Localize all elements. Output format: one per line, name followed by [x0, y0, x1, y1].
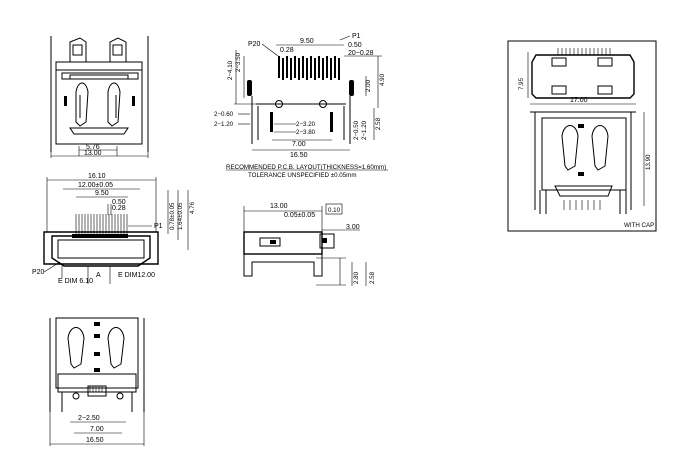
pcb-dim-2x050: 2−0.50 [353, 120, 360, 140]
side-dim-258: 2.58 [369, 271, 376, 284]
pcb-dim-2x350: 2−3.50 [235, 52, 242, 72]
side-dim-005: 0.05±0.05 [284, 212, 315, 219]
pcb-pin-p20: P20 [248, 41, 261, 48]
side-dim-280: 2.80 [353, 271, 360, 284]
pcb-dim-2x120: 2−1.20 [214, 121, 234, 128]
pcb-dim-490: 4.90 [379, 73, 386, 86]
pcb-dim-2x120b: 2−1.20 [361, 120, 368, 140]
side-flatness: 0.10 [328, 207, 341, 214]
cap-dim-1390: 13.90 [645, 154, 652, 170]
bottom-dim-1650: 16.50 [86, 437, 104, 444]
top-dim-050: 0.50 [112, 199, 126, 206]
top-label-a: A [96, 272, 101, 279]
pcb-dim-950: 9.50 [300, 38, 314, 45]
pcb-dim-258: 2.58 [375, 117, 382, 130]
side-dim-300: 3.00 [346, 224, 360, 231]
top-pin-p1: P1 [154, 223, 163, 230]
bottom-dim-700: 7.00 [90, 426, 104, 433]
pcb-dim-2x380: 2−3.80 [296, 129, 316, 136]
pcb-note-1: RECOMMENDED P.C.B. LAYOUT(THICKNESS=1.60… [226, 164, 386, 171]
bottom-view: 2−2.50 7.00 16.50 [49, 317, 145, 446]
pcb-pad-row [278, 56, 340, 80]
top-dim-e610: E DIM 6.10 [58, 278, 93, 285]
top-dim-12: 12.00±0.05 [78, 182, 113, 189]
top-dim-164: 1.64±0.05 [177, 202, 184, 230]
pcb-dim-050: 0.50 [348, 42, 362, 49]
top-dim-028: 0.28 [112, 205, 126, 212]
pcb-pin-p1: P1 [352, 33, 361, 40]
front-dim-width: 13.00 [84, 150, 102, 157]
cap-label: WITH CAP [624, 222, 654, 229]
pcb-dim-20x028: 20−0.28 [348, 50, 374, 57]
top-dim-476: 4.76 [189, 201, 196, 214]
top-dim-950: 9.50 [95, 190, 109, 197]
cap-pins [557, 48, 611, 55]
side-dim-1300: 13.00 [270, 203, 288, 210]
front-view: 5.76 13.00 [50, 36, 149, 158]
top-dim-overall: 16.10 [88, 173, 106, 180]
pcb-dim-028: 0.28 [280, 47, 294, 54]
pcb-dim-700: 7.00 [292, 141, 306, 148]
top-dim-078: 0.78±0.05 [169, 202, 176, 230]
pcb-dim-1650: 16.50 [290, 152, 308, 159]
cap-dim-795: 7.95 [518, 77, 525, 90]
pcb-dim-2x410: 2−4.10 [227, 60, 234, 80]
pcb-dim-2x320: 2−3.20 [296, 121, 316, 128]
pcb-layout: P20 P1 9.50 0.28 0.50 20−0.28 2−4.10 2−3… [214, 33, 388, 179]
top-pins [75, 214, 128, 234]
top-view: 16.10 12.00±0.05 9.50 0.50 0.28 P1 P20 0… [32, 173, 196, 285]
pcb-note-2: TOLERANCE UNSPECIFIED ±0.05mm [248, 172, 357, 179]
cap-dim-1700: 17.00 [570, 97, 588, 104]
pcb-dim-200: 2.00 [365, 79, 372, 92]
cap-view: 7.95 17.00 13.90 WITH CAP [507, 40, 657, 232]
pcb-dim-2x060: 2−0.60 [214, 111, 234, 118]
bottom-dim-2x250: 2−2.50 [78, 415, 100, 422]
front-dim-pitch: 5.76 [86, 144, 100, 151]
side-view: 13.00 0.05±0.05 0.10 3.00 2.80 2.58 [243, 203, 376, 286]
top-pin-p20: P20 [32, 269, 45, 276]
top-dim-e1200: E DIM12.00 [118, 272, 155, 279]
